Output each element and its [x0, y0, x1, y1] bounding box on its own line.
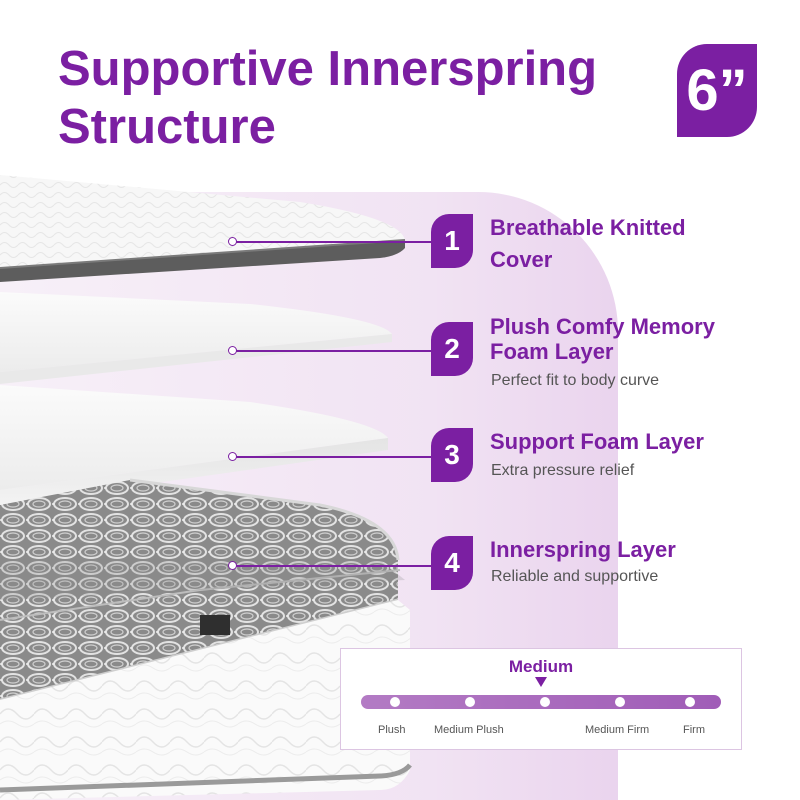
layer-title-1-line-2: Cover [490, 247, 553, 272]
firmness-pointer-icon [535, 677, 547, 687]
title-line-2: Structure [58, 100, 276, 154]
firmness-stop-firm [685, 697, 695, 707]
cover-layer [0, 175, 406, 282]
firmness-label-medium-firm: Medium Firm [585, 724, 650, 736]
firmness-label-firm: Firm [683, 724, 705, 736]
layer-number-1: 1 [431, 214, 473, 268]
firmness-stop-plush [390, 697, 400, 707]
height-badge: 6” [677, 44, 757, 137]
layer-title-2-line-1: Plush Comfy Memory [490, 314, 715, 339]
callout-dot-4 [228, 561, 237, 570]
callout-line-1 [232, 241, 432, 243]
layer-title-3: Support Foam Layer [490, 427, 770, 457]
layer-subtitle-4: Reliable and supportive [491, 568, 659, 585]
firmness-stop-medium [540, 697, 550, 707]
firmness-label-medium-plush: Medium Plush [434, 724, 504, 736]
layer-subtitle-3: Extra pressure relief [491, 462, 635, 479]
layer-number-2: 2 [431, 322, 473, 376]
callout-dot-2 [228, 346, 237, 355]
layer-number-3: 3 [431, 428, 473, 482]
mattress-base [0, 560, 412, 800]
callout-line-2 [232, 350, 432, 352]
callout-line-3 [232, 456, 432, 458]
firmness-stop-medium-plush [465, 697, 475, 707]
memory-foam-layer [0, 292, 392, 384]
layer-title-4: Innerspring Layer [490, 535, 770, 565]
callout-dot-3 [228, 452, 237, 461]
layer-number-4: 4 [431, 536, 473, 590]
firmness-selected-label: Medium [508, 657, 574, 676]
title-line-1: Supportive Innerspring [58, 42, 598, 96]
callout-dot-1 [228, 237, 237, 246]
layer-title-3-line-1: Support Foam Layer [490, 429, 704, 454]
layer-title-2-line-2: Foam Layer [490, 339, 614, 364]
firmness-stop-medium-firm [615, 697, 625, 707]
firmness-label-plush: Plush [378, 724, 406, 736]
page-title: Supportive Innerspring Structure [58, 40, 658, 156]
layer-title-4-line-1: Innerspring Layer [490, 537, 676, 562]
firmness-scale: Medium Plush Medium Plush Medium Firm Fi… [340, 648, 742, 750]
layer-title-1: Breathable Knitted Cover [490, 213, 770, 275]
layer-title-1-line-1: Breathable Knitted [490, 215, 686, 240]
callout-line-4 [232, 565, 432, 567]
layer-title-2: Plush Comfy Memory Foam Layer [490, 314, 770, 364]
layer-subtitle-2: Perfect fit to body curve [491, 372, 660, 389]
